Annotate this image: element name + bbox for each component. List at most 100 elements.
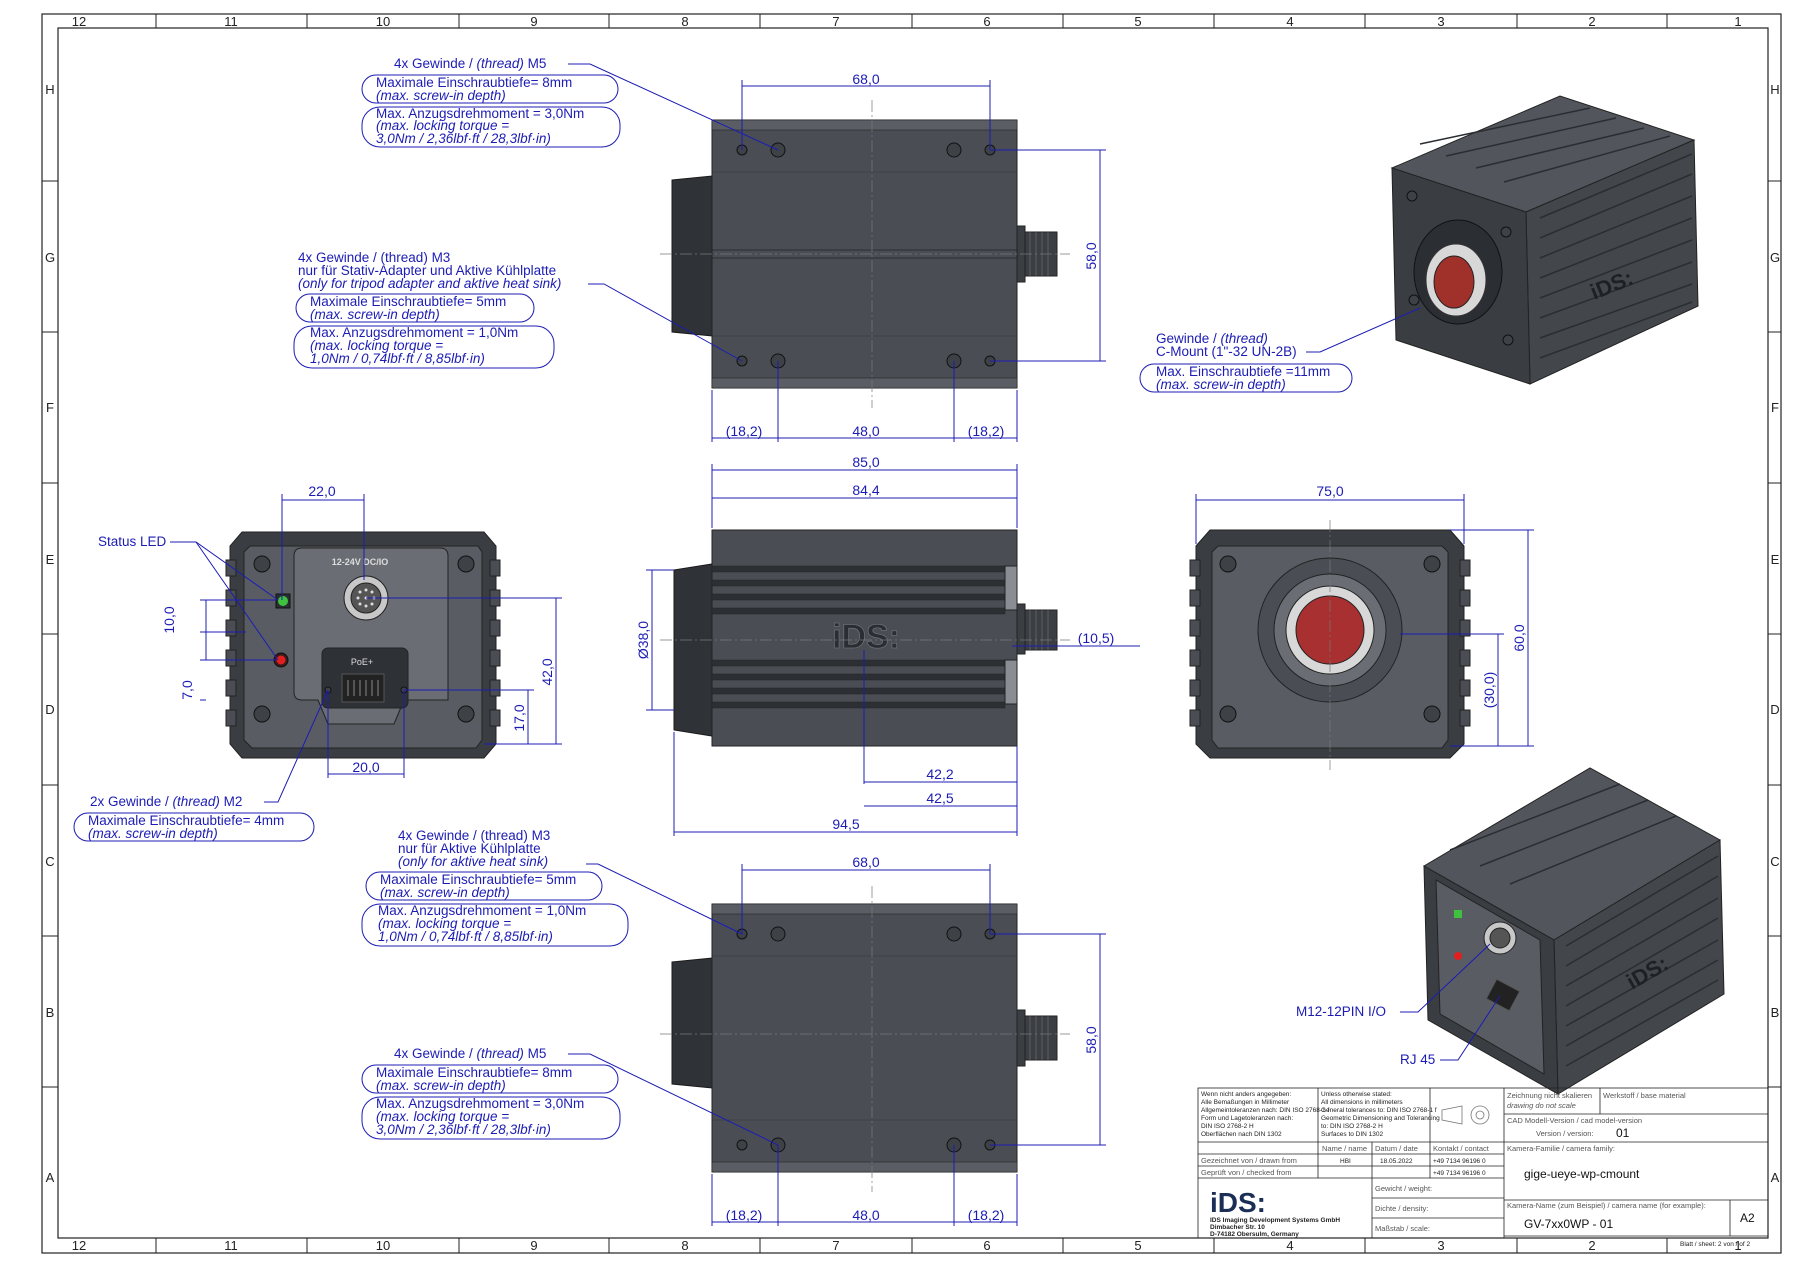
note-text: Maximale Einschraubtiefe= 8mm bbox=[376, 75, 572, 90]
note-text: Gewinde / (thread) bbox=[1156, 331, 1268, 346]
dim-front-75: 75,0 bbox=[1316, 483, 1343, 499]
note-text: (max. screw-in depth) bbox=[376, 88, 506, 103]
tb-text: D-74182 Obersulm, Germany bbox=[1210, 1231, 1299, 1238]
tb-text: to: DIN ISO 2768-2 H bbox=[1321, 1123, 1383, 1130]
tb-text: 18.05.2022 bbox=[1380, 1158, 1413, 1165]
row-label: D bbox=[45, 702, 54, 717]
tb-text: Version / version: bbox=[1536, 1129, 1594, 1138]
note-text: C-Mount (1"-32 UN-2B) bbox=[1156, 344, 1297, 359]
dim-top-left: (18,2) bbox=[726, 423, 763, 439]
tb-text: Surfaces to DIN 1302 bbox=[1321, 1131, 1384, 1138]
side-logo: iDS: bbox=[832, 618, 900, 656]
tb-text: All dimensions in millimeters bbox=[1321, 1099, 1403, 1106]
ids-logo: iDS: bbox=[1210, 1187, 1266, 1218]
row-label: H bbox=[1770, 82, 1779, 97]
row-label: B bbox=[46, 1005, 55, 1020]
col-label: 6 bbox=[983, 1238, 990, 1253]
row-labels-left: H G F E D C B A bbox=[45, 82, 55, 1185]
dim-back-22: 22,0 bbox=[308, 483, 335, 499]
note-top-m3: 4x Gewinde / (thread) M3 nur für Stativ-… bbox=[293, 250, 743, 369]
tb-text: Kamera-Familie / camera family: bbox=[1507, 1144, 1615, 1153]
tb-text: +49 7134 96196 0 bbox=[1433, 1170, 1486, 1177]
dim-bottom-mid: 48,0 bbox=[852, 1207, 879, 1223]
note-text: Max. Anzugsdrehmoment = 3,0Nm bbox=[376, 1096, 584, 1111]
col-label: 8 bbox=[681, 14, 688, 29]
note-text: (max. locking torque = bbox=[376, 118, 509, 133]
tb-size: A2 bbox=[1740, 1211, 1755, 1225]
dim-back-7: 7,0 bbox=[179, 680, 195, 700]
tb-text: Unless otherwise stated: bbox=[1321, 1091, 1392, 1098]
note-text: RJ 45 bbox=[1400, 1052, 1435, 1067]
dim-side-dia: Ø38,0 bbox=[635, 621, 651, 659]
tb-text: +49 7134 96196 0 bbox=[1433, 1158, 1486, 1165]
title-block: Wenn nicht anders angegeben: Alle Bemaßu… bbox=[1197, 1087, 1769, 1248]
tb-text: Datum / date bbox=[1375, 1144, 1418, 1153]
note-text: nur für Stativ-Adapter und Aktive Kühlpl… bbox=[298, 263, 556, 278]
row-label: A bbox=[46, 1170, 55, 1185]
back-connector-label: 12-24V DC/IO bbox=[332, 557, 389, 567]
note-text: (max. locking torque = bbox=[378, 916, 511, 931]
side-lens-mount bbox=[673, 563, 713, 737]
tb-text: CAD Modell-Version / cad model-version bbox=[1507, 1116, 1642, 1125]
note-rj45: RJ 45 bbox=[1400, 995, 1501, 1067]
bottom-view bbox=[660, 886, 1070, 1192]
col-label: 1 bbox=[1734, 14, 1741, 29]
bottom-view-dimensions: 68,0 58,0 (18,2) 48,0 (18,2) bbox=[711, 854, 1106, 1226]
dim-bottom-right: (18,2) bbox=[968, 1207, 1005, 1223]
tb-text: Form und Lagetoleranzen nach: bbox=[1201, 1115, 1293, 1122]
note-text: 3,0Nm / 2,36lbf·ft / 28,3lbf·in) bbox=[376, 131, 551, 146]
note-text: (only for aktive heat sink) bbox=[398, 854, 548, 869]
side-view-dimensions: 85,0 84,4 Ø38,0 (10,5) 42,2 42,5 94,5 bbox=[635, 454, 1140, 836]
note-text: 1,0Nm / 0,74lbf·ft / 8,85lbf·in) bbox=[378, 929, 553, 944]
note-text: (max. screw-in depth) bbox=[376, 1078, 506, 1093]
row-label: G bbox=[45, 250, 55, 265]
back-poe-label: PoE+ bbox=[351, 657, 373, 667]
row-label: D bbox=[1770, 702, 1779, 717]
top-view-dimensions: 68,0 58,0 (18,2) 48,0 (18,2) bbox=[711, 71, 1106, 442]
col-label: 4 bbox=[1286, 14, 1293, 29]
row-label: G bbox=[1770, 250, 1780, 265]
dim-top-mid: 48,0 bbox=[852, 423, 879, 439]
row-markers bbox=[42, 180, 1781, 1088]
dim-front-60: 60,0 bbox=[1511, 624, 1527, 651]
note-bottom-m5: 4x Gewinde / (thread) M5 Maximale Einsch… bbox=[361, 1046, 779, 1146]
dim-side-84: 84,4 bbox=[852, 482, 879, 498]
dim-top-right: (18,2) bbox=[968, 423, 1005, 439]
dim-top-width: 68,0 bbox=[852, 71, 879, 87]
dim-bottom-left: (18,2) bbox=[726, 1207, 763, 1223]
row-label: B bbox=[1771, 1005, 1780, 1020]
note-text: Maximale Einschraubtiefe= 4mm bbox=[88, 813, 284, 828]
dim-back-20: 20,0 bbox=[352, 759, 379, 775]
dim-side-42-5: 42,5 bbox=[926, 790, 953, 806]
note-text: 3,0Nm / 2,36lbf·ft / 28,3lbf·in) bbox=[376, 1122, 551, 1137]
tb-text: Geometric Dimensioning and Tolerancing bbox=[1321, 1115, 1440, 1122]
col-label: 5 bbox=[1134, 14, 1141, 29]
note-text: 2x Gewinde / (thread) M2 bbox=[90, 794, 242, 809]
tb-text: HBI bbox=[1340, 1158, 1351, 1165]
tb-text: Dichte / density: bbox=[1375, 1204, 1428, 1213]
note-text: (max. screw-in depth) bbox=[88, 826, 218, 841]
row-label: F bbox=[1771, 400, 1779, 415]
note-top-m5: 4x Gewinde / (thread) M5 Maximale Einsch… bbox=[361, 56, 779, 151]
front-view bbox=[1189, 520, 1471, 770]
col-label: 8 bbox=[681, 1238, 688, 1253]
tb-text: Name / name bbox=[1322, 1144, 1367, 1153]
tb-text: DIN ISO 2768-2 H bbox=[1201, 1123, 1254, 1130]
note-text: M12-12PIN I/O bbox=[1296, 1004, 1386, 1019]
row-label: E bbox=[46, 552, 55, 567]
status-led-red bbox=[276, 655, 286, 665]
side-view: iDS: bbox=[660, 529, 1070, 747]
note-text: 4x Gewinde / (thread) M5 bbox=[394, 56, 546, 71]
col-label: 12 bbox=[72, 1238, 86, 1253]
dim-side-94-5: 94,5 bbox=[832, 816, 859, 832]
col-label: 2 bbox=[1588, 14, 1595, 29]
tb-text: IDS Imaging Development Systems GmbH bbox=[1210, 1217, 1340, 1224]
note-text: (max. screw-in depth) bbox=[310, 307, 440, 322]
column-markers bbox=[155, 14, 1668, 1253]
note-text: Maximale Einschraubtiefe= 8mm bbox=[376, 1065, 572, 1080]
tb-text: General tolerances to: DIN ISO 2768-1 f bbox=[1321, 1107, 1437, 1114]
col-label: 6 bbox=[983, 14, 990, 29]
tb-text: Kontakt / contact bbox=[1433, 1144, 1490, 1153]
col-label: 7 bbox=[832, 1238, 839, 1253]
